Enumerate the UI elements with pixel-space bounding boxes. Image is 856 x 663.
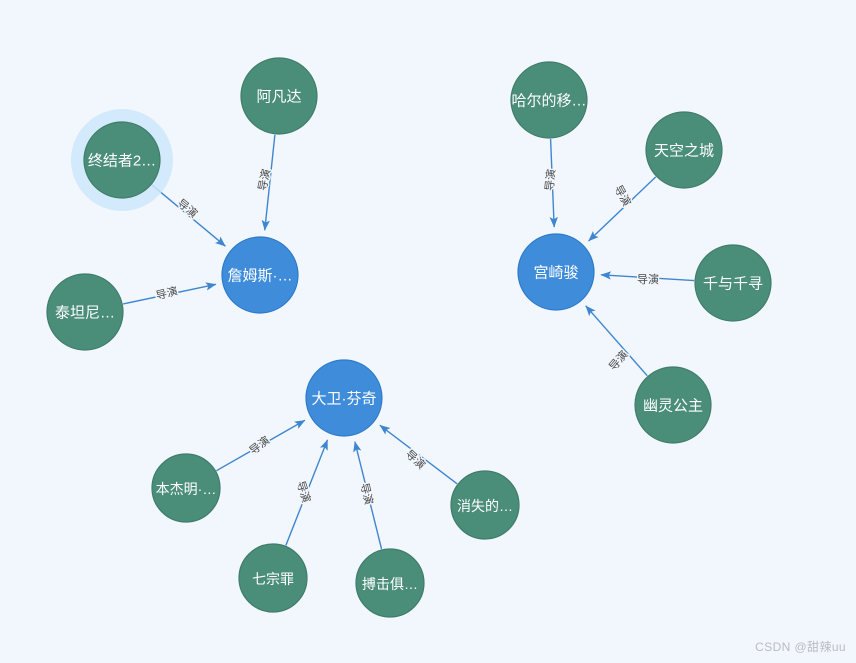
graph-node-fightclub[interactable]: 搏击俱… bbox=[355, 548, 425, 618]
node-circle-terminator2[interactable] bbox=[83, 121, 161, 199]
graph-edge[interactable] bbox=[123, 282, 217, 305]
graph-node-cameron[interactable]: 詹姆斯·… bbox=[221, 236, 299, 314]
graph-node-miyazaki[interactable]: 宫崎骏 bbox=[517, 233, 595, 311]
graph-edge[interactable] bbox=[379, 424, 458, 485]
node-circle-cameron[interactable] bbox=[221, 236, 299, 314]
node-circle-fincher[interactable] bbox=[305, 359, 383, 437]
node-circle-gonegirl[interactable] bbox=[450, 470, 520, 540]
graph-edge[interactable] bbox=[549, 138, 558, 228]
node-circle-benjamin[interactable] bbox=[151, 453, 221, 523]
graph-node-laputa[interactable]: 天空之城 bbox=[645, 111, 723, 189]
graph-edge[interactable] bbox=[585, 305, 648, 377]
edge-label-howl-miyazaki: 导演 bbox=[542, 168, 558, 191]
graph-node-terminator2[interactable]: 终结者2… bbox=[71, 109, 173, 211]
graph-node-howl[interactable]: 哈尔的移… bbox=[510, 61, 588, 139]
edge-label-laputa-miyazaki: 导演 bbox=[612, 183, 635, 209]
watermark: CSDN @甜辣uu bbox=[755, 640, 846, 654]
edge-label-avatar-cameron: 导演 bbox=[255, 168, 273, 192]
graph-edge[interactable] bbox=[285, 439, 329, 546]
graph-node-avatar[interactable]: 阿凡达 bbox=[240, 57, 318, 135]
node-circle-mononoke[interactable] bbox=[634, 366, 712, 444]
node-circle-se7en[interactable] bbox=[238, 543, 308, 613]
graph-node-fincher[interactable]: 大卫·芬奇 bbox=[305, 359, 383, 437]
graph-node-mononoke[interactable]: 幽灵公主 bbox=[634, 366, 712, 444]
edge-label-mononoke-miyazaki: 导演 bbox=[606, 347, 631, 373]
edge-label-fightclub-fincher: 导演 bbox=[358, 481, 377, 506]
graph-edge[interactable] bbox=[261, 134, 276, 231]
node-circle-avatar[interactable] bbox=[240, 57, 318, 135]
graph-edge[interactable] bbox=[600, 271, 695, 282]
node-circle-miyazaki[interactable] bbox=[517, 233, 595, 311]
edges-layer bbox=[123, 134, 695, 550]
graph-node-gonegirl[interactable]: 消失的… bbox=[450, 470, 520, 540]
graph-edge[interactable] bbox=[151, 184, 226, 247]
node-circle-fightclub[interactable] bbox=[355, 548, 425, 618]
node-circle-laputa[interactable] bbox=[645, 111, 723, 189]
edge-label-benjamin-fincher: 导演 bbox=[246, 433, 272, 457]
edge-labels-layer: 导演导演导演导演导演导演导演导演导演导演导演 bbox=[153, 166, 661, 507]
edge-label-titanic-cameron: 导演 bbox=[154, 284, 179, 303]
graph-node-se7en[interactable]: 七宗罪 bbox=[238, 543, 308, 613]
graph-node-spirited[interactable]: 千与千寻 bbox=[694, 244, 772, 322]
node-circle-spirited[interactable] bbox=[694, 244, 772, 322]
node-circle-titanic[interactable] bbox=[46, 273, 124, 351]
node-circle-howl[interactable] bbox=[510, 61, 588, 139]
graph-node-benjamin[interactable]: 本杰明·… bbox=[151, 453, 221, 523]
edge-label-spirited-miyazaki: 导演 bbox=[637, 272, 659, 286]
graph-node-titanic[interactable]: 泰坦尼… bbox=[46, 273, 124, 351]
edge-label-terminator2-cameron: 导演 bbox=[175, 196, 201, 221]
graph-edge[interactable] bbox=[588, 176, 657, 242]
graph-edge[interactable] bbox=[353, 441, 383, 550]
graph-edge[interactable] bbox=[216, 419, 306, 472]
